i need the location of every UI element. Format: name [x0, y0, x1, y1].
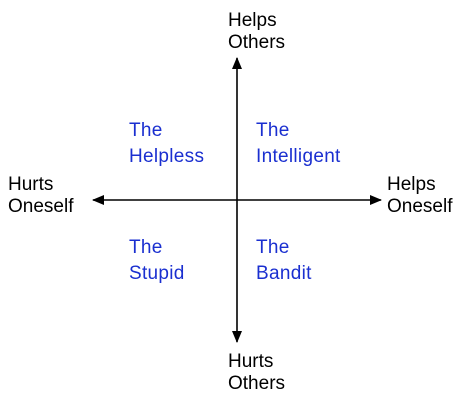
axis-label-top: Helps Others — [228, 10, 286, 53]
axis-label-bottom: Hurts Others — [228, 351, 286, 394]
quadrant-label-bottom-right: The Bandit — [256, 237, 312, 284]
quadrant-label-top-left: The Helpless — [129, 120, 205, 167]
quadrant-label-top-right: The Intelligent — [256, 120, 341, 167]
axis-label-right: Helps Oneself — [387, 174, 453, 217]
axis-label-left: Hurts Oneself — [8, 174, 74, 217]
quadrant-label-bottom-left: The Stupid — [129, 237, 185, 284]
